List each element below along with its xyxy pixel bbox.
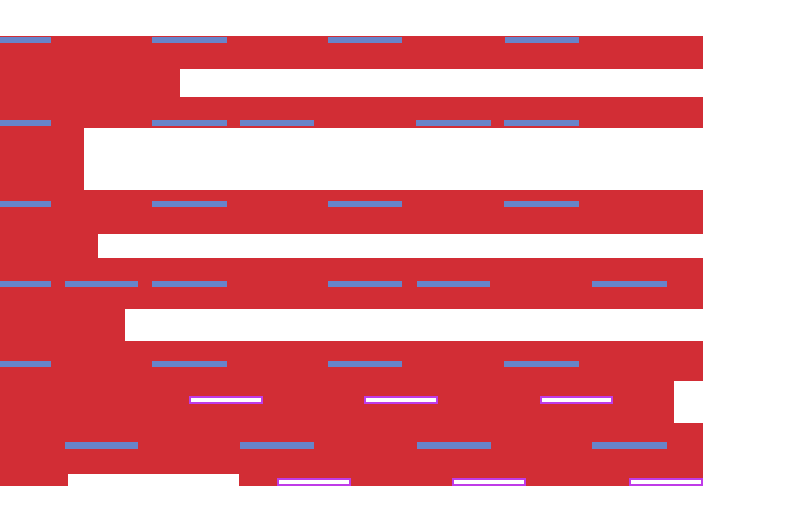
link-underline-bar[interactable]: [505, 37, 579, 43]
link-underline-bar[interactable]: [328, 361, 402, 367]
link-underline-bar[interactable]: [416, 120, 491, 126]
text-line-block: [0, 128, 84, 190]
link-underline-bar[interactable]: [417, 281, 490, 287]
link-underline-bar[interactable]: [504, 201, 579, 207]
link-underline-bar[interactable]: [240, 442, 314, 449]
text-line-block: [0, 69, 180, 97]
outlined-link-bar[interactable]: [540, 396, 613, 404]
link-underline-bar[interactable]: [328, 201, 402, 207]
paragraph-break-gap: [674, 381, 703, 423]
outlined-link-bar[interactable]: [277, 478, 351, 486]
link-underline-bar[interactable]: [592, 442, 667, 449]
link-underline-bar[interactable]: [152, 120, 227, 126]
link-underline-bar[interactable]: [592, 281, 667, 287]
link-underline-bar[interactable]: [417, 442, 491, 449]
link-underline-bar[interactable]: [0, 120, 51, 126]
link-underline-bar[interactable]: [152, 281, 227, 287]
link-underline-bar[interactable]: [328, 281, 402, 287]
link-underline-bar[interactable]: [0, 281, 51, 287]
outlined-link-bar[interactable]: [189, 396, 263, 404]
text-line-block: [0, 309, 125, 341]
link-underline-bar[interactable]: [152, 361, 227, 367]
paragraph-break-gap: [68, 474, 239, 509]
link-underline-bar[interactable]: [65, 442, 138, 449]
text-line-block: [0, 234, 98, 258]
link-underline-bar[interactable]: [152, 37, 227, 43]
link-underline-bar[interactable]: [504, 120, 579, 126]
text-line-block: [0, 97, 703, 128]
outlined-link-bar[interactable]: [364, 396, 438, 404]
link-underline-bar[interactable]: [65, 281, 138, 287]
link-underline-bar[interactable]: [152, 201, 227, 207]
link-underline-bar[interactable]: [0, 37, 51, 43]
text-line-block: [0, 190, 703, 234]
link-underline-bar[interactable]: [0, 361, 51, 367]
outlined-link-bar[interactable]: [452, 478, 526, 486]
link-underline-bar[interactable]: [240, 120, 314, 126]
outlined-link-bar[interactable]: [629, 478, 703, 486]
link-underline-bar[interactable]: [328, 37, 402, 43]
link-underline-bar[interactable]: [0, 201, 51, 207]
link-underline-bar[interactable]: [504, 361, 579, 367]
